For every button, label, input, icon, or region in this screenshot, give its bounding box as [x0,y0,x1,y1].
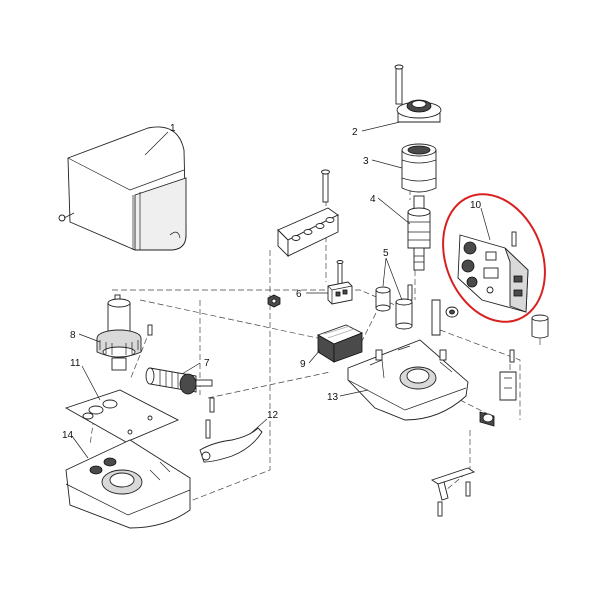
part-right-bracket [499,371,517,401]
callout-13: 13 [327,392,339,403]
part-lower-bracket [430,467,476,501]
part-tab-washer [431,299,459,336]
part-release-lever [199,427,263,463]
callout-4: 4 [370,194,376,205]
callout-5: 5 [383,248,389,259]
part-motor-stator [401,143,437,193]
callout-12: 12 [267,410,279,421]
callout-6: 6 [296,289,302,300]
part-transformer [316,324,364,363]
part-block [327,281,353,305]
part-nut [267,294,281,308]
leader-lines [71,121,491,459]
part-cover [58,126,187,251]
highlight-outline [442,193,546,323]
callout-1: 1 [170,123,176,134]
callout-10: 10 [470,200,482,211]
callout-9: 9 [300,359,306,370]
callout-2: 2 [352,127,358,138]
part-bracket [277,207,339,258]
part-output-gear [96,298,142,371]
part-gearbox-housing [347,339,469,421]
part-knob [479,411,495,427]
part-bushings [375,286,413,330]
part-control-board [457,234,529,313]
callout-7: 7 [204,358,210,369]
part-gasket [64,389,180,443]
callout-14: 14 [62,430,74,441]
part-worm-shaft [145,367,213,395]
callout-8: 8 [70,330,76,341]
part-rotor-shaft [407,195,431,271]
callout-11: 11 [70,358,81,369]
callout-3: 3 [363,156,369,167]
part-capacitor [531,314,549,339]
callout-labels: 1 2 3 4 5 6 7 8 9 10 11 12 13 14 [62,123,482,441]
part-motor-flange [394,64,442,123]
part-base [65,439,191,529]
